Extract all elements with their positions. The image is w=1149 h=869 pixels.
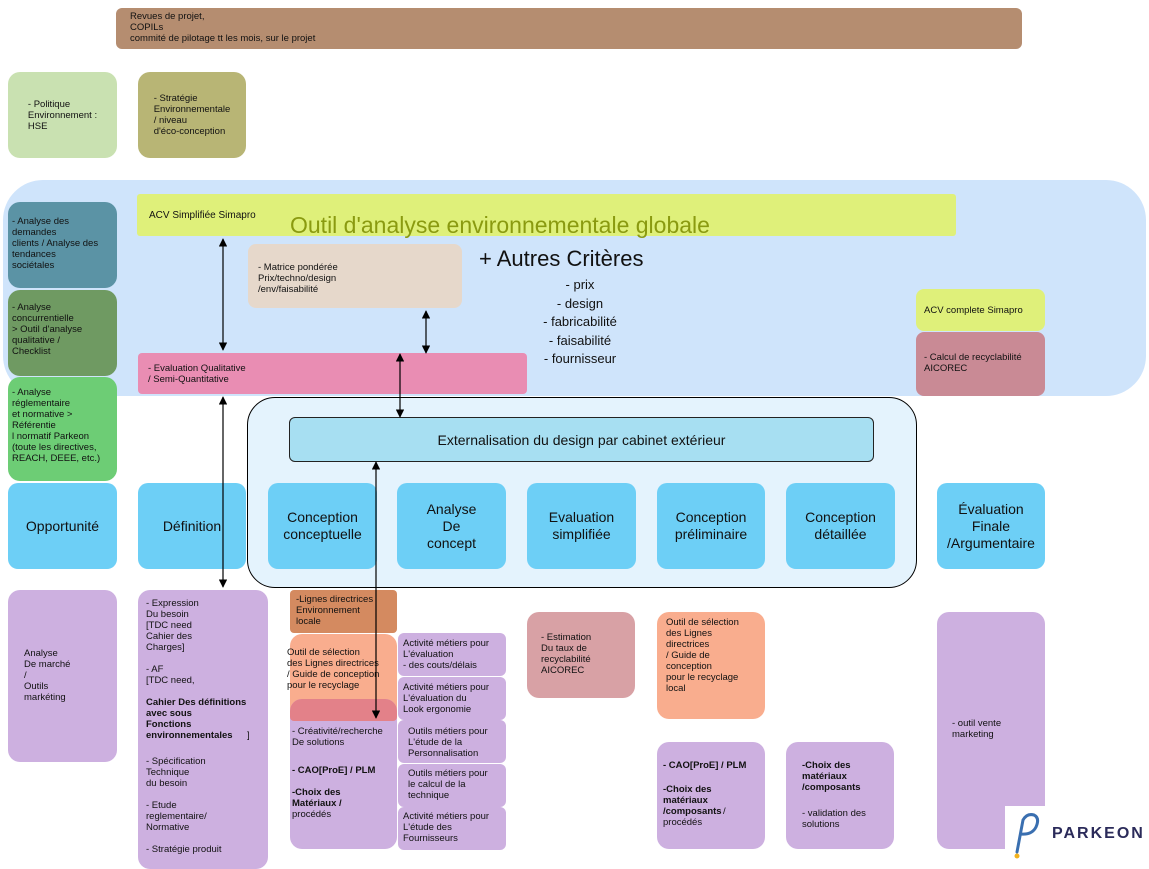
matrice-box: - Matrice pondérée Prix/techno/design /e… <box>248 244 462 308</box>
definition-detail-text-2: - Spécification Technique du besoin - Et… <box>146 756 222 855</box>
autres-criteres-title: + Autres Critères <box>479 246 644 271</box>
acv-complete-label: ACV complete Simapro <box>924 305 1023 316</box>
activite-3-text: Outils métiers pour L'étude de la Person… <box>408 726 488 759</box>
cao-box: - CAO[ProE] / PLM -Choix des matériaux /… <box>657 742 765 849</box>
estimation-box: - Estimation Du taux de recyclabilité AI… <box>527 612 635 698</box>
analyse-concurrentielle-text: - Analyse concurrentielle > Outil d'anal… <box>12 302 83 357</box>
estimation-text: - Estimation Du taux de recyclabilité AI… <box>541 632 592 676</box>
politique-box: - Politique Environnement : HSE <box>8 72 117 158</box>
phase-evaluation-finale: Évaluation Finale /Argumentaire <box>937 483 1045 569</box>
evaluation-qualitative-box: - Evaluation Qualitative / Semi-Quantita… <box>138 353 527 394</box>
calcul-recyclabilite-text: - Calcul de recyclabilité AICOREC <box>924 352 1022 374</box>
outil-selection-1-text: Outil de sélection des Lignes directrice… <box>287 647 380 691</box>
phase-conception-preliminaire: Conception préliminaire <box>657 483 765 569</box>
activite-5-box: Activité métiers pour L'étude des Fourni… <box>398 807 506 850</box>
activite-1-text: Activité métiers pour L'évaluation - des… <box>403 638 490 671</box>
choix-materiaux-tail: - validation des solutions <box>802 808 866 830</box>
creativite-bold-2: -Choix des Matériaux / <box>292 787 342 809</box>
creativite-header-overlay <box>290 699 397 721</box>
cao-bold-2: -Choix des matériaux /composants <box>663 784 722 817</box>
activite-2-text: Activité métiers pour L'évaluation du Lo… <box>403 682 490 715</box>
outil-vente-text: - outil vente marketing <box>952 718 1002 740</box>
outil-selection-2-text: Outil de sélection des Lignes directrice… <box>666 617 739 694</box>
phase-analyse-concept: Analyse De concept <box>397 483 506 569</box>
acv-complete-box: ACV complete Simapro <box>916 289 1045 331</box>
parkeon-logo: PARKEON <box>1005 806 1149 862</box>
creativite-text-2: procédés <box>292 809 332 820</box>
analyse-demandes-text: - Analyse des demandes clients / Analyse… <box>12 216 99 271</box>
activite-4-text: Outils métiers pour le calcul de la tech… <box>408 768 488 801</box>
phase-evaluation-simplifiee: Evaluation simplifiée <box>527 483 636 569</box>
cao-tail: / procédés <box>663 806 726 828</box>
externalisation-label: Externalisation du design par cabinet ex… <box>437 431 726 448</box>
creativite-text-1: - Créativité/recherche De solutions <box>292 726 383 748</box>
band-title: Outil d'analyse environnementale globale <box>290 212 710 238</box>
copil-banner-text: Revues de projet, COPILs commité de pilo… <box>130 11 316 44</box>
calcul-recyclabilite-box: - Calcul de recyclabilité AICOREC <box>916 332 1045 396</box>
criteres-list: - prix - design - fabricabilité - faisab… <box>543 277 617 366</box>
definition-detail-text-1: - Expression Du besoin [TDC need Cahier … <box>146 598 199 686</box>
definition-detail-bold-tail: ] <box>247 730 250 741</box>
politique-text: - Politique Environnement : HSE <box>27 98 98 132</box>
analyse-demandes-box: - Analyse des demandes clients / Analyse… <box>8 202 117 288</box>
matrice-text: - Matrice pondérée Prix/techno/design /e… <box>258 262 338 295</box>
activite-4-box: Outils métiers pour le calcul de la tech… <box>398 764 506 807</box>
evaluation-qualitative-text: - Evaluation Qualitative / Semi-Quantita… <box>148 363 246 385</box>
phase-conception-detaillee: Conception détaillée <box>786 483 895 569</box>
phase-conception-conceptuelle: Conception conceptuelle <box>268 483 377 569</box>
analyse-reglementaire-text: - Analyse réglementaire et normative > R… <box>12 387 101 464</box>
outil-selection-2-box: Outil de sélection des Lignes directrice… <box>657 612 765 719</box>
choix-materiaux-bold: -Choix des matériaux /composants <box>802 760 861 793</box>
phase-opportunite: Opportunité <box>8 483 117 569</box>
externalisation-box: Externalisation du design par cabinet ex… <box>289 417 874 462</box>
parkeon-logo-mark <box>1014 813 1040 859</box>
lignes-directrices-box: -Lignes directrices Environnement locale <box>290 590 397 633</box>
definition-detail-bold: Cahier Des définitions avec sous Fonctio… <box>146 697 247 741</box>
copil-banner: Revues de projet, COPILs commité de pilo… <box>116 8 1022 49</box>
activite-3-box: Outils métiers pour L'étude de la Person… <box>398 720 506 763</box>
acv-simplifiee-label: ACV Simplifiée Simapro <box>149 210 256 221</box>
analyse-concurrentielle-box: - Analyse concurrentielle > Outil d'anal… <box>8 290 117 376</box>
creativite-bold-1: - CAO[ProE] / PLM <box>292 765 376 776</box>
cao-bold-1: - CAO[ProE] / PLM <box>663 760 747 771</box>
activite-2-box: Activité métiers pour L'évaluation du Lo… <box>398 677 506 720</box>
parkeon-logo-text: PARKEON <box>1052 825 1145 842</box>
analyse-reglementaire-box: - Analyse réglementaire et normative > R… <box>8 377 117 481</box>
creativite-box: - Créativité/recherche De solutions - CA… <box>290 699 397 849</box>
acv-simplifiee-box: ACV Simplifiée Simapro <box>137 194 956 236</box>
strategie-box: - Stratégie Environnementale / niveau d'… <box>138 72 246 158</box>
lignes-directrices-text: -Lignes directrices Environnement locale <box>296 594 374 627</box>
choix-materiaux-box: -Choix des matériaux /composants - valid… <box>786 742 894 849</box>
phase-definition: Définition <box>138 483 246 569</box>
activite-1-box: Activité métiers pour L'évaluation - des… <box>398 633 506 676</box>
activite-5-text: Activité métiers pour L'étude des Fourni… <box>403 811 490 844</box>
analyse-marche-text: Analyse De marché / Outils markéting <box>24 648 71 703</box>
strategie-text: - Stratégie Environnementale / niveau d'… <box>153 93 231 137</box>
analyse-marche-box: Analyse De marché / Outils markéting <box>8 590 117 762</box>
definition-detail-box: - Expression Du besoin [TDC need Cahier … <box>138 590 268 869</box>
